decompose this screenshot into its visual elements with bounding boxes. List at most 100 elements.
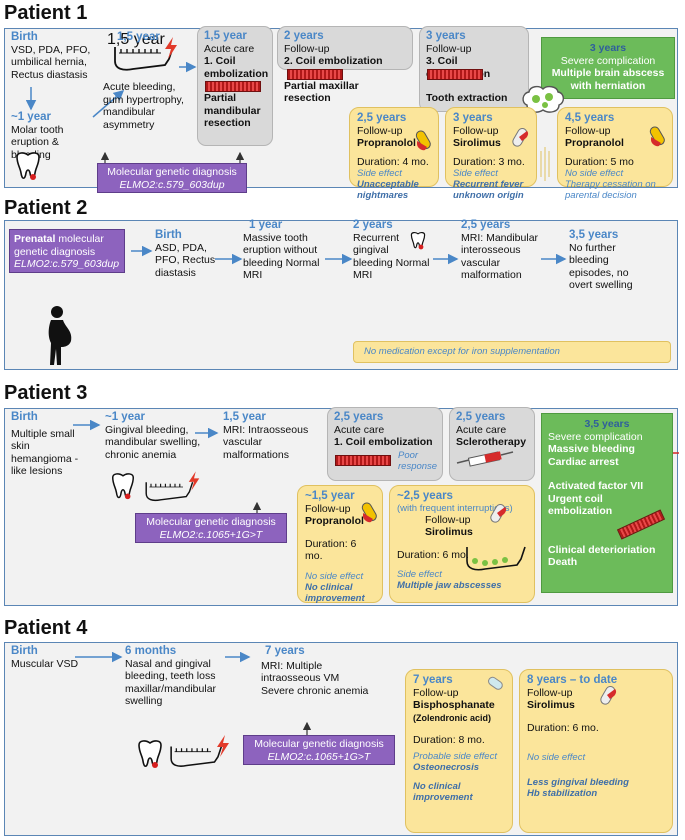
pill-icon [488, 676, 503, 690]
p3-prop-se: No clinical improvement [305, 581, 365, 604]
p1-genetic-gene: ELMO2:c.579_603dup [119, 178, 225, 191]
brain-icon [522, 85, 565, 113]
p1-prop1-se: Unacceptable nightmares [357, 179, 419, 201]
p4-siro-duration: Duration: 6 mo. [527, 721, 599, 734]
p2-birth-age: Birth [155, 229, 182, 241]
p1-comp-text: Multiple brain abscess with herniation [551, 67, 665, 92]
p2-note-box: No medication except for iron supplement… [353, 341, 671, 363]
p1-fu2-proc: 2. Coil embolization [284, 55, 383, 67]
p1-prop2-label: Follow-up [565, 124, 611, 137]
p3-care2-age: 2,5 years [456, 411, 506, 423]
patient3-panel: Birth Multiple small skin hemangioma -li… [4, 407, 679, 606]
p3-year15: 1,5 year MRI: Intraosseous vascular malf… [223, 411, 315, 461]
p1-birth-text: VSD, PDA, PFO, umbilical hernia, Rectus … [11, 43, 91, 81]
p1-sirolimus-box: 3 years Follow-up Sirolimus Duration: 3 … [445, 107, 537, 201]
p3-siro-drug: Sirolimus [425, 526, 473, 538]
p3-acute-care1-box: 2,5 years Acute care 1. Coil embolizatio… [327, 407, 443, 481]
p3-birth: Birth Multiple small skin hemangioma -li… [11, 411, 81, 478]
p1-siro1-age: 3 years [453, 112, 493, 124]
p4-siro-drug: Sirolimus [527, 699, 575, 711]
p2-year2-age: 2 years [353, 219, 393, 231]
p3-siro-duration: Duration: 6 mo. [397, 548, 469, 561]
p1-year15-text: Acute bleeding, gum hypertrophy, mandibu… [103, 81, 184, 131]
p1-fu2-age: 2 years [284, 30, 324, 42]
tooth-icon [16, 152, 40, 180]
p1-comp-title: Severe complication [560, 54, 656, 67]
jaw-icon [170, 746, 223, 767]
p4-bisphosphanate-box: 7 years Follow-up Bisphosphanate (Zolend… [405, 669, 513, 833]
p1-fu3-label: Follow-up [426, 42, 472, 55]
p4-siro-se: Less gingival bleeding Hb stabilization [527, 777, 629, 799]
p2-year35: 3,5 years No further bleeding episodes, … [569, 229, 653, 292]
p1-prop1-drug: Propranolol [357, 137, 416, 149]
p1-genetic-title: Molecular genetic diagnosis [107, 166, 237, 178]
p3-propranolol-box: ~1,5 year Follow-up Propranolol Duration… [297, 485, 383, 604]
p1-care-proc2: Partial mandibular resection [204, 92, 261, 129]
p3-care1-label: Acute care [334, 423, 385, 436]
p3-genetic-box: Molecular genetic diagnosis ELMO2:c.1065… [135, 513, 287, 543]
p4-siro-age: 8 years – to date [527, 674, 618, 686]
p4-genetic-title: Molecular genetic diagnosis [254, 738, 384, 750]
p3-comp-title: Severe complication [548, 430, 643, 443]
p3-siro-se-label: Side effect [397, 569, 442, 580]
p2-year1: 1 year Massive tooth eruption without bl… [243, 219, 327, 282]
p3-siro-sub: (with frequent interruptions) [397, 502, 513, 514]
p1-siro1-label: Follow-up [453, 124, 499, 137]
p1-prop2-se-label: No side effect [565, 168, 624, 179]
pregnant-icon [48, 306, 72, 365]
p3-comp-l4: Urgent coil embolization [548, 492, 613, 518]
p4-genetic-gene: ELMO2:c.1065+1G>T [267, 750, 371, 763]
p1-siro1-drug: Sirolimus [453, 137, 501, 149]
p2-note: No medication except for iron supplement… [364, 346, 560, 357]
p2-year2: 2 years Recurrent gingival bleeding Norm… [353, 219, 431, 282]
p4-year7: 7 years MRI: Multiple intraosseous VM Se… [261, 645, 371, 697]
pill-icon [490, 503, 507, 523]
p1-year1-age: ~1 year [11, 111, 51, 123]
pill-icon [512, 127, 529, 147]
p3-comp-l1: Massive bleeding [548, 443, 635, 455]
patient4-title: Patient 4 [4, 617, 88, 639]
p2-prenatal-gene: ELMO2:c.579_603dup [14, 258, 120, 270]
p3-comp-age: 3,5 years [584, 418, 630, 430]
p1-prop1-age: 2,5 years [357, 112, 407, 124]
p1-fu2-label: Follow-up [284, 42, 330, 55]
p2-birth-text: ASD, PDA, PFO, Rectus diastasis [155, 241, 216, 279]
p3-comp-l3: Activated factor VII [548, 480, 644, 492]
lightning-icon [217, 735, 229, 757]
p3-prop-age: ~1,5 year [305, 490, 355, 502]
lightning-icon [188, 471, 200, 491]
p1-prop2-drug: Propranolol [565, 137, 624, 149]
p3-year15-age: 1,5 year [223, 411, 266, 423]
p1-care-age: 1,5 year [204, 30, 247, 42]
p3-prop-drug: Propranolol [305, 515, 364, 527]
tooth-icon [111, 473, 135, 500]
p4-m6-age: 6 months [125, 645, 177, 657]
p1-genetic-box: Molecular genetic diagnosis ELMO2:c.579_… [97, 163, 247, 193]
p1-siro1-duration: Duration: 3 mo. [453, 155, 525, 168]
p1-care-proc1: 1. Coil embolization [204, 55, 269, 80]
patient2-arrows [131, 245, 567, 265]
p3-prop-se-label: No side effect [305, 570, 364, 582]
p3-year1-age: ~1 year [105, 411, 145, 423]
p3-year1-text: Gingival bleeding, mandibular swelling, … [105, 423, 201, 461]
p1-siro1-se: Recurrent fever unknown origin [453, 179, 524, 201]
pill-icon [415, 130, 431, 151]
p1-fu2-proc2: Partial maxillar resection [284, 79, 359, 105]
coil-icon [205, 81, 261, 92]
patient1-title: Patient 1 [4, 2, 88, 24]
p4-bis-label: Follow-up [413, 686, 459, 699]
p1-birth-age: Birth [11, 31, 38, 43]
patient2-panel: Prenatal molecular genetic diagnosis ELM… [4, 219, 678, 370]
p1-fu3-age: 3 years [426, 30, 466, 42]
p1-fu3-proc2: Tooth extraction [426, 92, 508, 104]
p4-bis-duration: Duration: 8 mo. [413, 734, 485, 746]
p3-genetic-gene: ELMO2:c.1065+1G>T [159, 528, 263, 541]
p2-birth: Birth ASD, PDA, PFO, Rectus diastasis [155, 229, 217, 279]
patient4-arrows [75, 651, 312, 735]
p2-year25-text: MRI: Mandibular interosseous vascular ma… [461, 231, 539, 282]
pill-icon [649, 126, 665, 147]
p4-bis-se2: No clinical improvement [413, 780, 473, 803]
p4-bis-drug: Bisphosphanate [413, 699, 495, 711]
p3-comp-l6: Death [548, 556, 578, 568]
p1-prop2-age: 4,5 years [565, 112, 615, 124]
